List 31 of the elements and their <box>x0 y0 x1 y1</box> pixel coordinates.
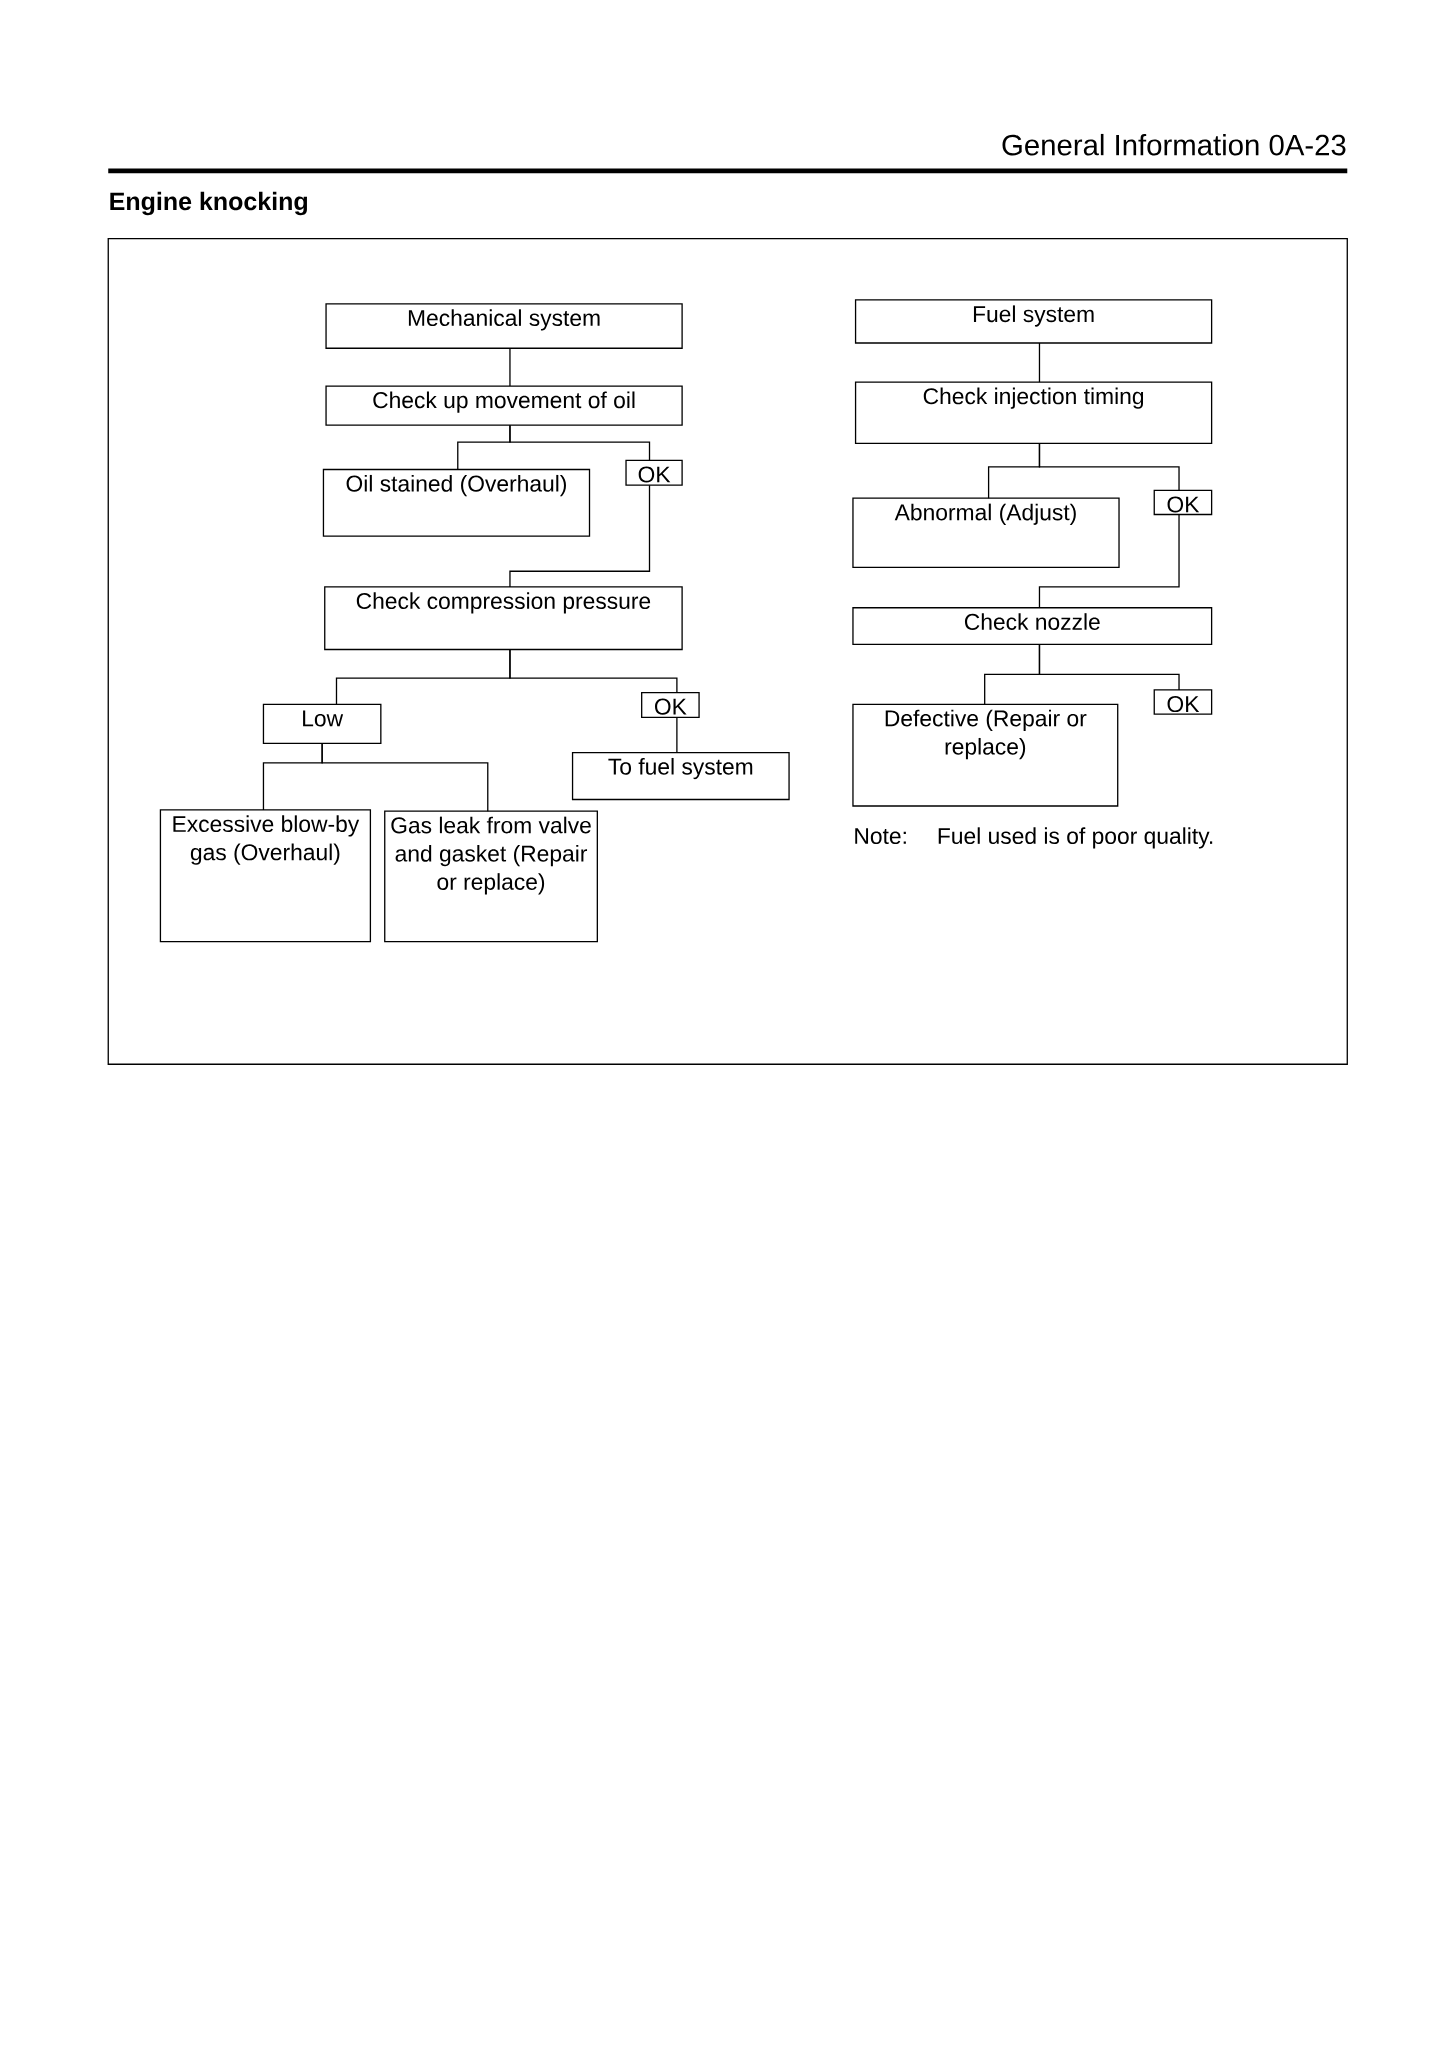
process-box: Mechanical system <box>325 303 683 349</box>
section-title: Engine knocking <box>110 191 307 216</box>
process-box: Check injection timing <box>854 381 1213 445</box>
connector-line <box>321 742 489 812</box>
connector-line <box>1038 513 1180 609</box>
process-box: To fuel system <box>571 751 790 801</box>
process-box: Check compression pressure <box>324 586 683 651</box>
connector-line <box>1038 442 1180 492</box>
connector-line <box>509 648 678 694</box>
connector-line <box>1038 643 1180 691</box>
process-box: Check nozzle <box>852 607 1213 645</box>
connector-line <box>509 424 651 462</box>
process-box: Abnormal (Adjust) <box>852 497 1120 568</box>
process-box: Defective (Repair or replace) <box>852 703 1119 807</box>
note-text: Fuel used is of poor quality. <box>938 827 1213 849</box>
process-box: Gas leak from valve and gasket (Repair or replace) <box>384 810 598 943</box>
result-box: OK <box>1153 489 1213 516</box>
process-box: Excessive blow-by gas (Overhaul) <box>159 809 371 943</box>
process-box: Oil stained (Overhaul) <box>322 468 591 537</box>
result-box: OK <box>625 459 683 486</box>
result-box: Low <box>262 703 382 745</box>
connector-line <box>676 716 678 754</box>
connector-line <box>1038 342 1041 383</box>
connector-line <box>509 347 511 387</box>
result-box: OK <box>1153 689 1213 715</box>
connector-line <box>509 484 651 588</box>
result-box: OK <box>641 691 700 718</box>
process-box: Check up movement of oil <box>325 385 683 426</box>
page-header: General Information 0A-23 <box>1002 133 1346 156</box>
note-label: Note: <box>855 828 906 845</box>
process-box: Fuel system <box>854 299 1213 344</box>
